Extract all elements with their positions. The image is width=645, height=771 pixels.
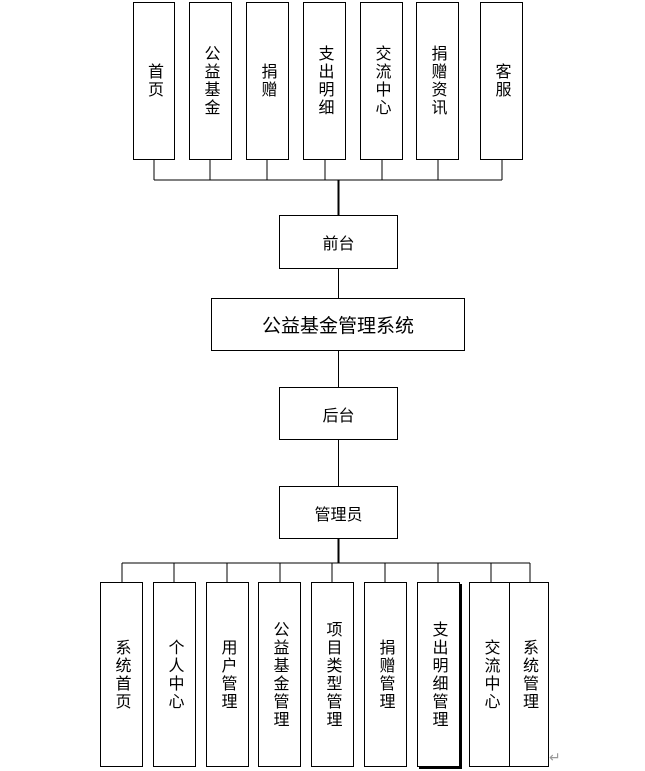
module-box-donation: 捐赠 (246, 2, 289, 160)
module-label: 捐赠 (258, 63, 278, 99)
module-box-exchange-center: 交流中心 (360, 2, 403, 160)
system-title: 公益基金管理系统 (261, 315, 414, 337)
admin-module-donation-management: 捐赠管理 (364, 582, 407, 767)
module-label: 支出明细管理 (429, 620, 449, 729)
module-label: 公益基金管理 (270, 620, 290, 729)
admin-box: 管理员 (279, 486, 398, 539)
system-box: 公益基金管理系统 (211, 298, 465, 351)
module-box-charity-fund: 公益基金 (189, 2, 232, 160)
module-label: 捐赠资讯 (428, 45, 448, 117)
module-label: 交流中心 (481, 638, 501, 711)
module-label: 系统管理 (520, 638, 539, 711)
admin-module-project-type-management: 项目类型管理 (311, 582, 354, 767)
module-label: 公益基金 (201, 45, 221, 117)
backend-box: 后台 (279, 387, 398, 440)
admin-module-system-home: 系统首页 (100, 582, 143, 767)
admin-module-system-management: 系统管理 (509, 582, 549, 767)
module-label: 客服 (492, 63, 512, 99)
module-label: 捐赠管理 (376, 638, 396, 711)
module-box-donation-news: 捐赠资讯 (416, 2, 459, 160)
paragraph-mark: ↵ (549, 750, 561, 766)
module-box-home: 首页 (133, 2, 175, 160)
module-label: 首页 (145, 63, 164, 99)
admin-module-exchange-center: 交流中心 (469, 582, 512, 767)
module-box-customer-service: 客服 (480, 2, 523, 160)
admin-module-personal-center: 个人中心 (153, 582, 196, 767)
admin-module-fund-management: 公益基金管理 (258, 582, 301, 767)
admin-label: 管理员 (314, 504, 363, 524)
module-label: 项目类型管理 (323, 620, 343, 729)
module-label: 系统首页 (112, 638, 132, 711)
admin-module-expense-management: 支出明细管理 (417, 582, 460, 767)
module-label: 交流中心 (372, 45, 392, 117)
module-label: 支出明细 (315, 45, 335, 117)
admin-module-user-management: 用户管理 (206, 582, 249, 767)
module-label: 用户管理 (218, 638, 238, 711)
frontend-box: 前台 (279, 215, 398, 269)
module-box-expense-details: 支出明细 (303, 2, 346, 160)
frontend-label: 前台 (322, 234, 355, 253)
backend-label: 后台 (322, 405, 355, 425)
module-label: 个人中心 (165, 638, 185, 711)
